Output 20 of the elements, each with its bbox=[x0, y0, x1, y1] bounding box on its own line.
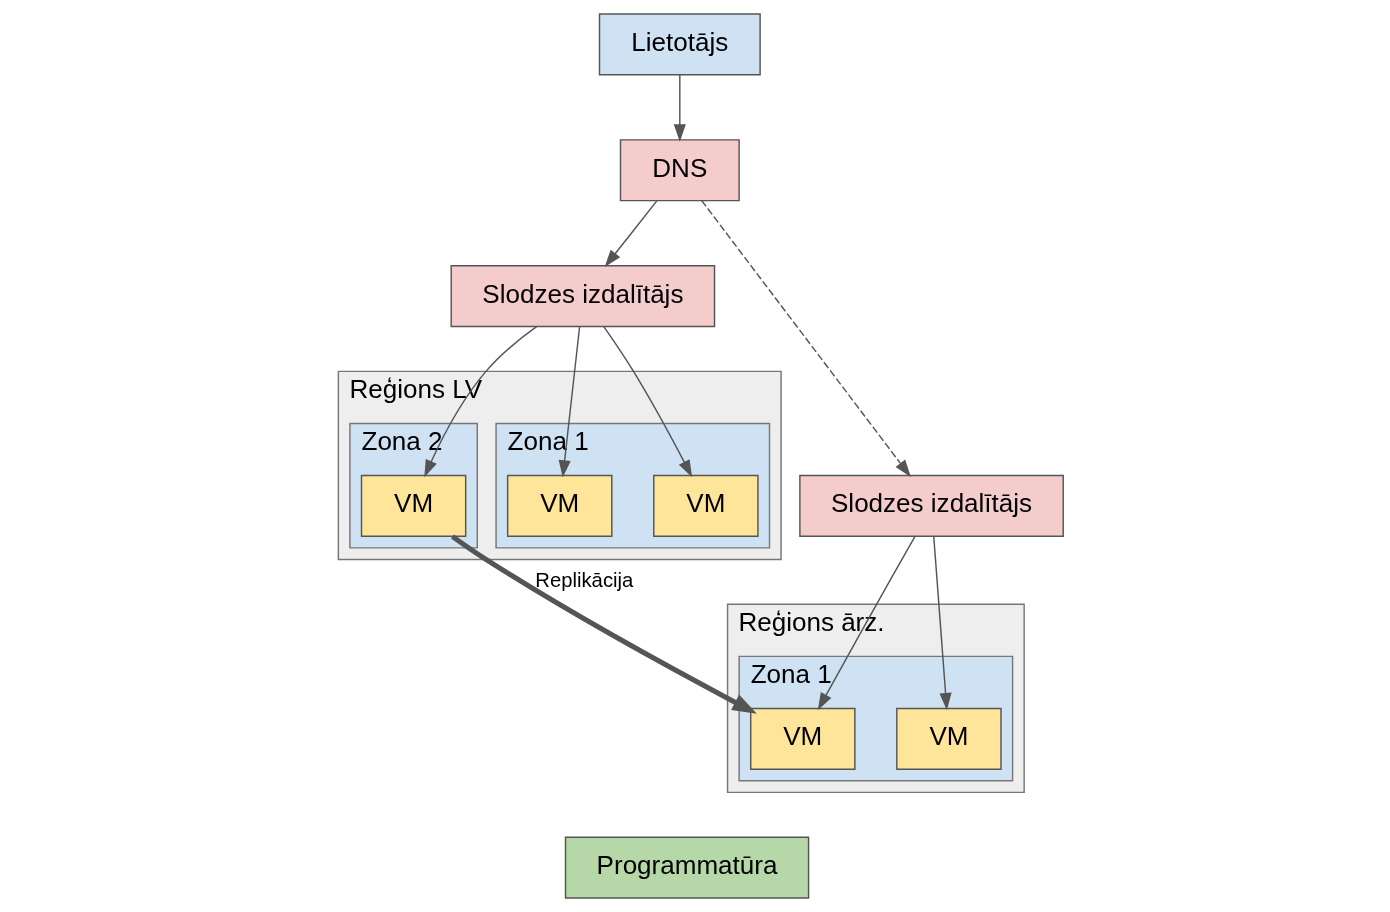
arrow bbox=[451, 534, 757, 714]
node-box: VM bbox=[506, 474, 613, 538]
arrow bbox=[817, 535, 916, 711]
node-box: Slodzes izdalītājs bbox=[450, 265, 716, 328]
node-box: VM bbox=[749, 707, 856, 770]
arrow bbox=[603, 325, 693, 478]
node-box: Lietotājs bbox=[598, 13, 761, 76]
node-box: VM bbox=[360, 474, 467, 538]
node-box: Slodzes izdalītājs bbox=[799, 474, 1064, 538]
arrow bbox=[701, 199, 911, 478]
arrow bbox=[933, 535, 952, 711]
arrow bbox=[604, 200, 658, 268]
node-box: VM bbox=[896, 707, 1002, 770]
node-box: VM bbox=[653, 474, 759, 538]
arrow bbox=[424, 326, 538, 478]
node-box: DNS bbox=[619, 139, 740, 202]
arrow bbox=[673, 74, 686, 142]
edge-label: Replikācija bbox=[535, 569, 634, 592]
node-box: Programmatūra bbox=[564, 836, 810, 899]
arrow bbox=[558, 326, 581, 478]
